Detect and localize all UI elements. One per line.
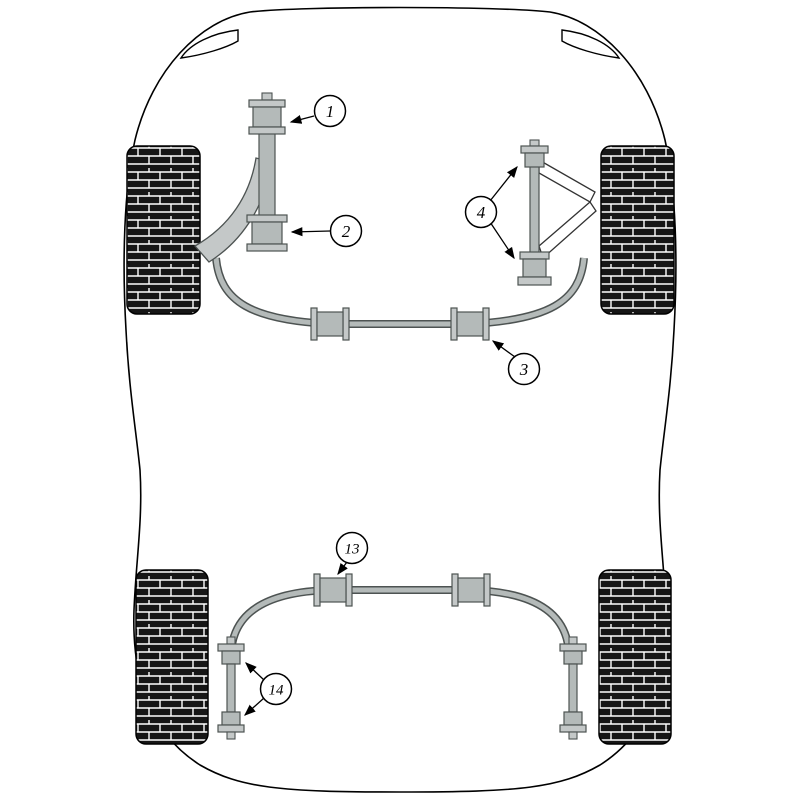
callout-1-label: 1 (326, 102, 335, 121)
callout-13-circle (335, 531, 369, 565)
callout-14-circle (259, 672, 293, 706)
washer (559, 724, 587, 733)
front-arb-bushing-left (310, 307, 350, 341)
front-upper-bushing (248, 92, 286, 135)
callout-13-label: 13 (345, 542, 360, 558)
callout-14-label: 14 (269, 683, 285, 699)
link-rod (529, 159, 540, 259)
bolt-tip (226, 636, 236, 645)
bolt-tip (568, 731, 578, 740)
rear-drop-link-right (559, 636, 587, 740)
callout-2-label: 2 (342, 222, 351, 241)
callout-4-arrow-top (489, 165, 518, 202)
callout-3-arrow (491, 340, 516, 358)
front-left-vent (179, 29, 239, 59)
front-arb-bushing-right (450, 307, 490, 341)
front-strut-rod (258, 131, 276, 221)
callout-13-arrow (337, 561, 348, 576)
upper-arm-bottom-bushing (517, 251, 552, 286)
bushing-body (524, 152, 545, 168)
upper-arm-top-bushing (520, 139, 549, 168)
callout-2: 2 (290, 214, 363, 248)
front-left-suspension (193, 92, 288, 263)
callout-2-circle (329, 214, 363, 248)
washer (246, 243, 288, 252)
callout-2-arrow (290, 227, 331, 237)
bushing-body (221, 650, 241, 665)
callout-1-circle (313, 94, 347, 128)
callout-4-circle (464, 195, 498, 229)
callout-3: 3 (491, 340, 541, 386)
flange (248, 126, 286, 135)
front-right-vent (561, 29, 621, 59)
flange (519, 251, 550, 260)
bushing-body (252, 106, 282, 128)
washer (217, 724, 245, 733)
callout-14-arrow-top (245, 662, 265, 681)
bolt-tip (568, 636, 578, 645)
rear-drop-link-left (217, 636, 245, 740)
tires (126, 145, 675, 745)
bushing-body (221, 711, 241, 726)
tire-rear-right (598, 569, 672, 745)
bolt-tip (261, 92, 273, 101)
tire-front-left (126, 145, 201, 315)
front-right-upper-arm (517, 139, 597, 286)
bolt-tip (529, 139, 540, 147)
bolt-tip (226, 731, 236, 740)
front-lower-bushing (246, 214, 288, 252)
callout-13: 13 (335, 531, 369, 576)
tire-front-right (600, 145, 675, 315)
washer (217, 643, 245, 652)
bushing-body (522, 258, 547, 278)
front-arb-tube-fill (213, 257, 587, 327)
callout-3-circle (507, 352, 541, 386)
callout-3-label: 3 (519, 360, 529, 379)
bushing-body (563, 711, 583, 726)
washer (248, 99, 286, 108)
callout-1: 1 (289, 94, 347, 128)
tire-rear-left (135, 569, 209, 745)
flange (246, 214, 288, 223)
bushing-body (563, 650, 583, 665)
washer (520, 145, 549, 154)
link-rod (568, 663, 578, 713)
front-anti-roll-bar (212, 257, 588, 341)
rear-arb-bushing-left (313, 573, 353, 607)
link-rod (226, 663, 236, 713)
washer (559, 643, 587, 652)
callout-14-arrow-bottom (244, 697, 265, 716)
washer (517, 276, 552, 286)
callout-14: 14 (244, 662, 293, 716)
callout-1-arrow (289, 114, 315, 124)
bushing-body (251, 221, 283, 245)
rear-anti-roll-bar (227, 573, 573, 656)
rear-arb-bushing-right (451, 573, 491, 607)
callout-4-arrow-bottom (489, 221, 515, 260)
callout-4-label: 4 (477, 203, 486, 222)
callout-4: 4 (464, 165, 518, 260)
rear-arb-tube-fill (228, 587, 572, 656)
